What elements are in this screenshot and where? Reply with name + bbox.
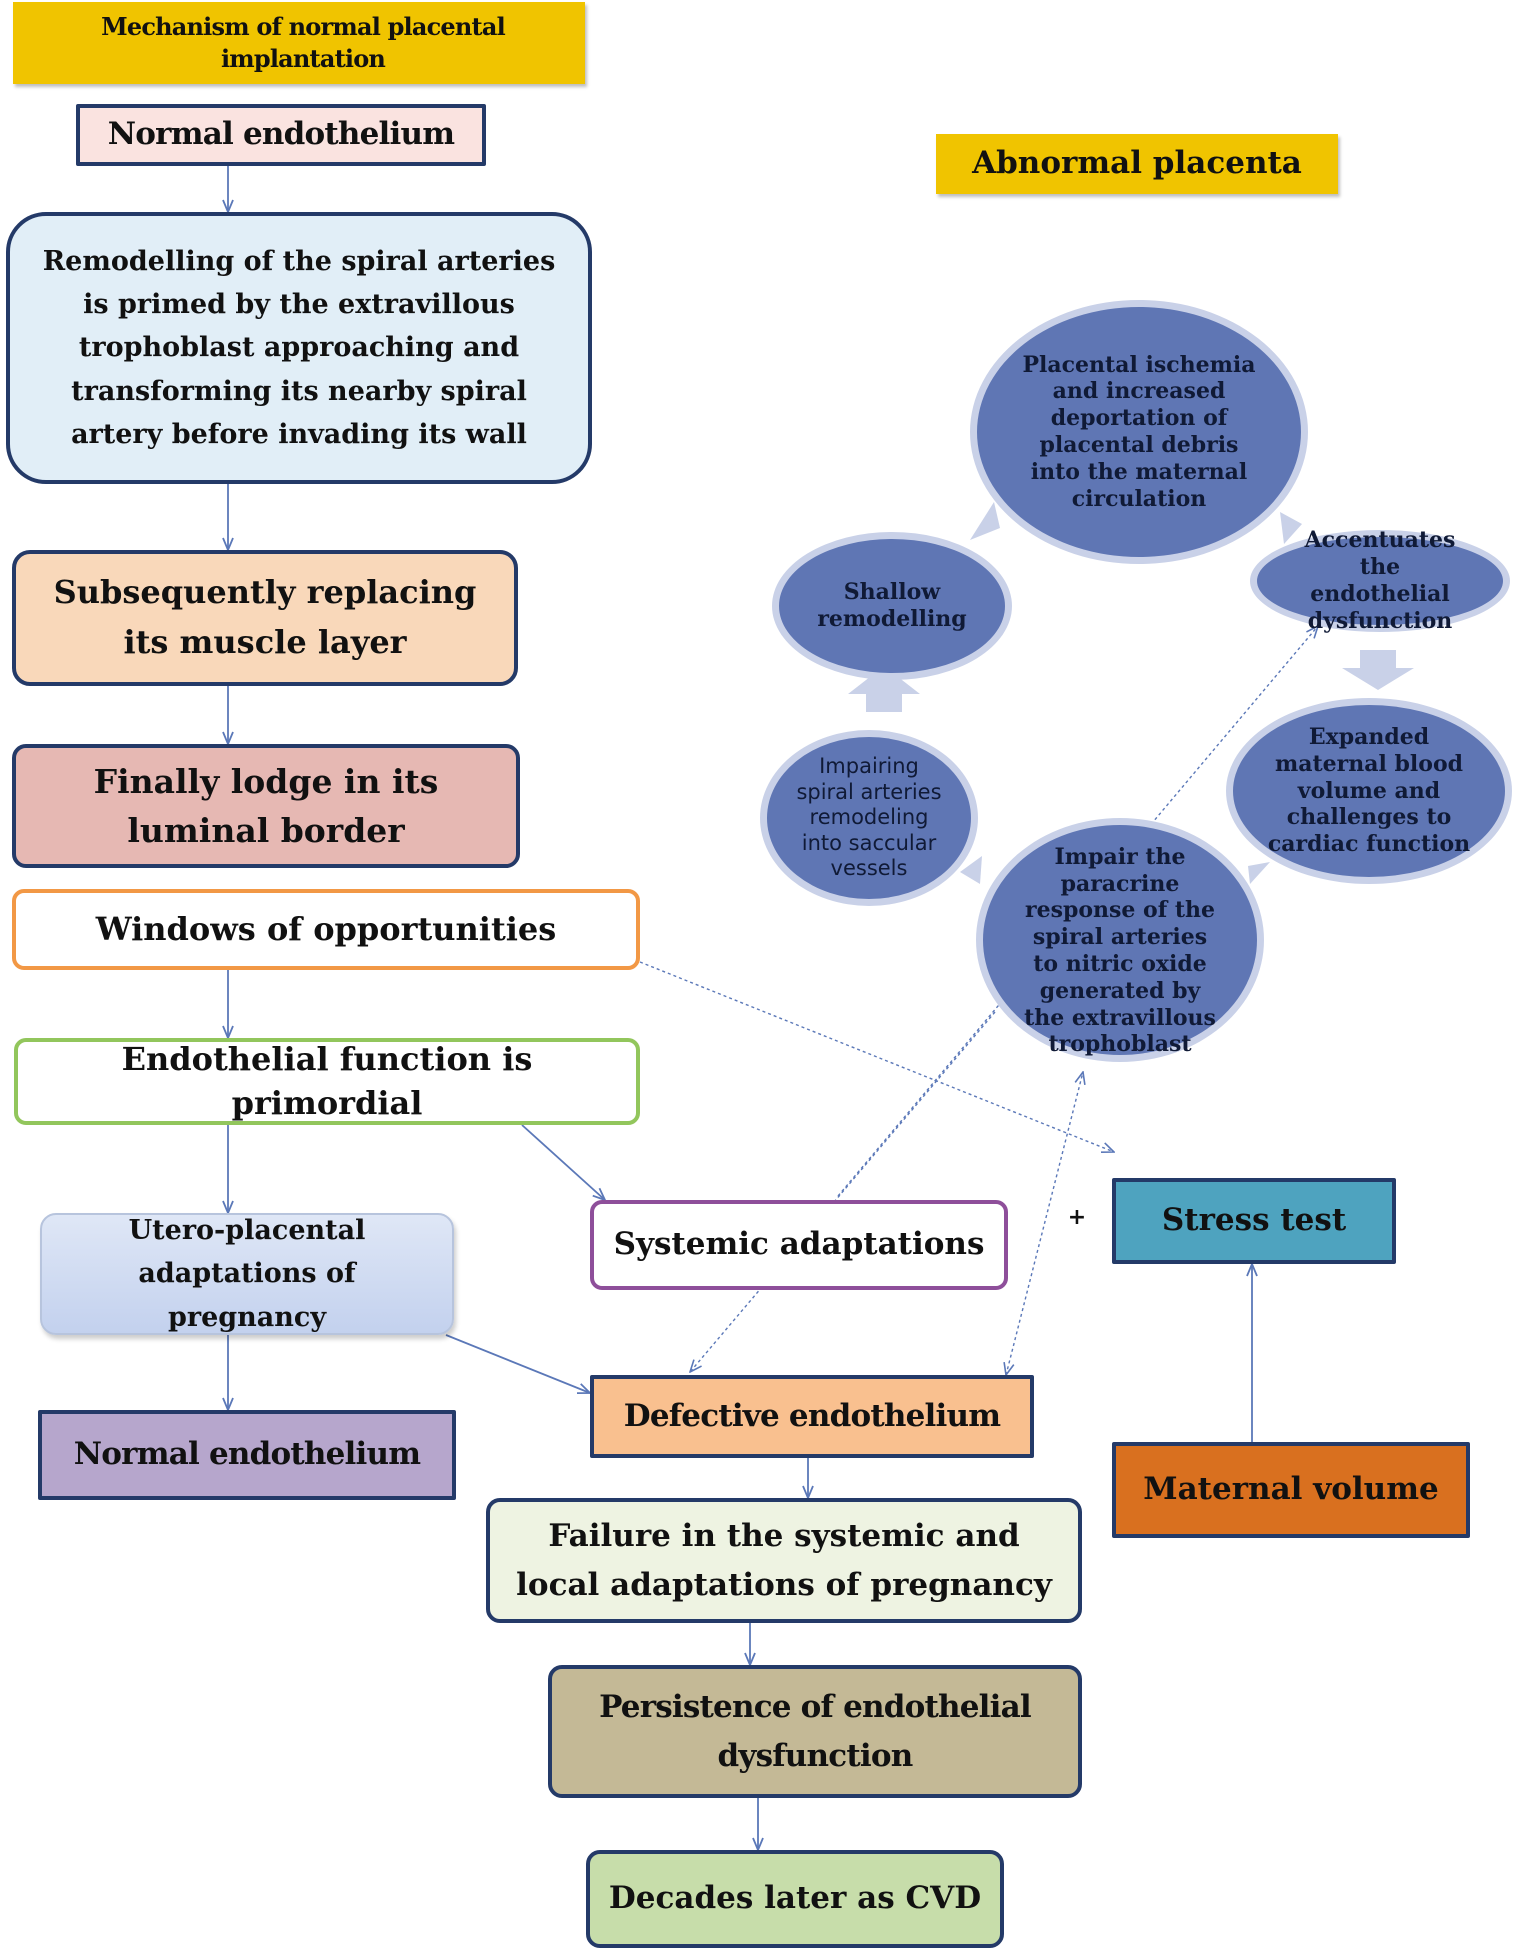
- primordial-box: Endothelial function is primordial: [14, 1038, 640, 1125]
- lodge-box: Finally lodge in its luminal border: [12, 744, 520, 868]
- dotted-defective-paracrine-double: [1006, 1072, 1083, 1375]
- cycle-arrow-shallow-to-ischemia: [970, 502, 1000, 540]
- arrow-utero-to-defective: [445, 1334, 590, 1393]
- cycle-arrow-up: [848, 666, 920, 712]
- remodelling-box: Remodelling of the spiral arteries is pr…: [6, 212, 592, 484]
- systemic-box: Systemic adaptations: [590, 1200, 1008, 1290]
- arrow-primordial-to-systemic: [521, 1124, 605, 1200]
- defective-box: Defective endothelium: [590, 1375, 1034, 1458]
- circle-shallow: Shallow remodelling: [772, 532, 1012, 680]
- normal-header: Mechanism of normal placental implantati…: [13, 2, 585, 84]
- normal-endothelium-bottom-box: Normal endothelium: [38, 1410, 456, 1500]
- plus-sign: +: [1067, 1205, 1087, 1231]
- dotted-paracrine-to-defective: [690, 1011, 996, 1372]
- circle-ischemia: Placental ischemia and increased deporta…: [970, 300, 1308, 564]
- cycle-arrow-paracrine-to-impairing: [960, 856, 982, 884]
- stress-test-box: Stress test: [1112, 1178, 1396, 1264]
- windows-box: Windows of opportunities: [12, 889, 640, 970]
- abnormal-header: Abnormal placenta: [936, 134, 1338, 194]
- circle-impairing: Impairing spiral arteries remodeling int…: [760, 730, 978, 906]
- dotted-windows-to-stress: [639, 961, 1114, 1152]
- decades-box: Decades later as CVD: [586, 1850, 1004, 1948]
- cycle-arrow-expanded-to-paracrine: [1248, 862, 1270, 884]
- replacing-box: Subsequently replacing its muscle layer: [12, 550, 518, 686]
- utero-box: Utero-placental adaptations of pregnancy: [40, 1213, 454, 1335]
- maternal-volume-box: Maternal volume: [1112, 1442, 1470, 1538]
- persistence-box: Persistence of endothelial dysfunction: [548, 1665, 1082, 1798]
- circle-paracrine: Impair the paracrine response of the spi…: [976, 818, 1264, 1062]
- normal-endothelium-top-box: Normal endothelium: [76, 104, 486, 166]
- circle-expanded: Expanded maternal blood volume and chall…: [1226, 698, 1512, 884]
- failure-box: Failure in the systemic and local adapta…: [486, 1498, 1082, 1623]
- circle-accentuates: Accentuates the endothelial dysfunction: [1250, 527, 1510, 634]
- cycle-arrow-down: [1342, 650, 1414, 690]
